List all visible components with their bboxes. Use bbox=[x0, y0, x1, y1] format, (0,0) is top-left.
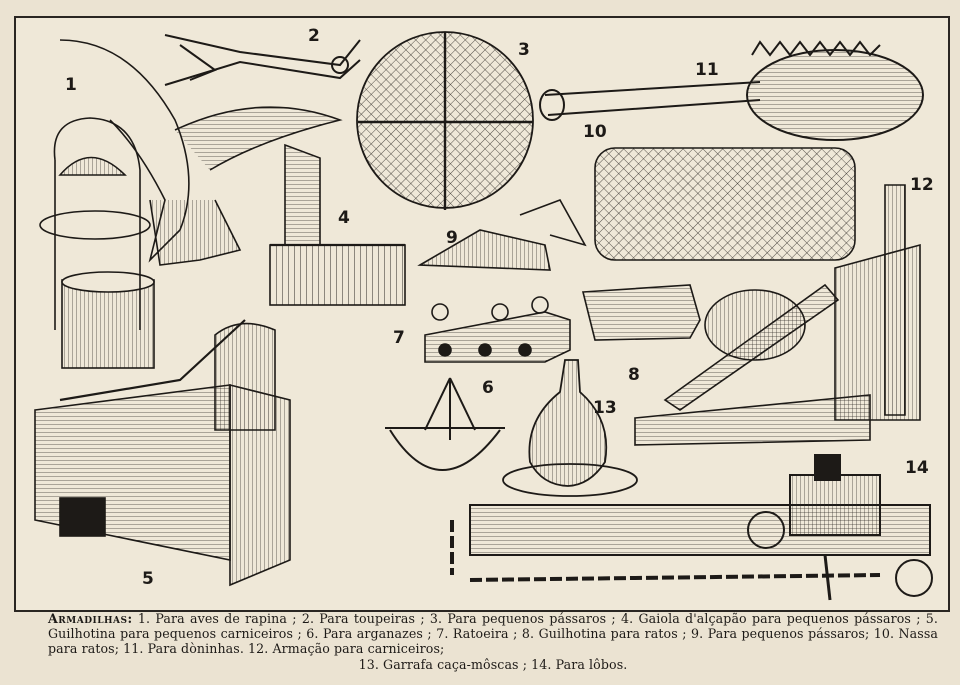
figure-number-6: 6 bbox=[482, 378, 494, 398]
figure-number-5: 5 bbox=[142, 569, 154, 589]
figure-number-11: 11 bbox=[695, 60, 719, 80]
caption-title: Armadilhas: bbox=[48, 611, 133, 626]
trap-7-mousetrap bbox=[424, 296, 571, 363]
trap-11-weasels bbox=[539, 40, 924, 141]
figure-number-7: 7 bbox=[393, 328, 405, 348]
trap-13-fly-bottle bbox=[502, 359, 638, 497]
caption-last-line: 13. Garrafa caça-môscas ; 14. Para lôbos… bbox=[358, 656, 628, 672]
figure-number-9: 9 bbox=[446, 228, 458, 248]
figure-number-14: 14 bbox=[905, 458, 929, 478]
figure-number-1: 1 bbox=[65, 75, 77, 95]
trap-10-rat-net bbox=[594, 147, 856, 261]
figure-number-8: 8 bbox=[628, 365, 640, 385]
figure-number-3: 3 bbox=[518, 40, 530, 60]
trap-14-wolves bbox=[450, 454, 933, 601]
figure-number-2: 2 bbox=[308, 26, 320, 46]
trap-12-carnivores bbox=[634, 184, 921, 446]
trap-9-small-birds bbox=[417, 199, 587, 271]
trap-2-mole bbox=[164, 34, 361, 86]
trap-3-small-birds bbox=[356, 31, 534, 210]
trap-4-cage bbox=[269, 143, 406, 306]
figure-number-10: 10 bbox=[583, 122, 607, 142]
caption: Armadilhas: 1. Para aves de rapina ; 2. … bbox=[48, 611, 938, 672]
caption-text: 1. Para aves de rapina ; 2. Para toupeir… bbox=[48, 611, 938, 657]
figure-number-12: 12 bbox=[910, 175, 934, 195]
trap-8-rat-guillotine bbox=[581, 284, 701, 341]
trap-6-dormice bbox=[385, 377, 505, 471]
trap-5-guillotine bbox=[34, 319, 291, 587]
trap-1-bird-of-prey bbox=[39, 39, 343, 369]
figure-number-13: 13 bbox=[593, 398, 617, 418]
figure-number-4: 4 bbox=[338, 208, 350, 228]
